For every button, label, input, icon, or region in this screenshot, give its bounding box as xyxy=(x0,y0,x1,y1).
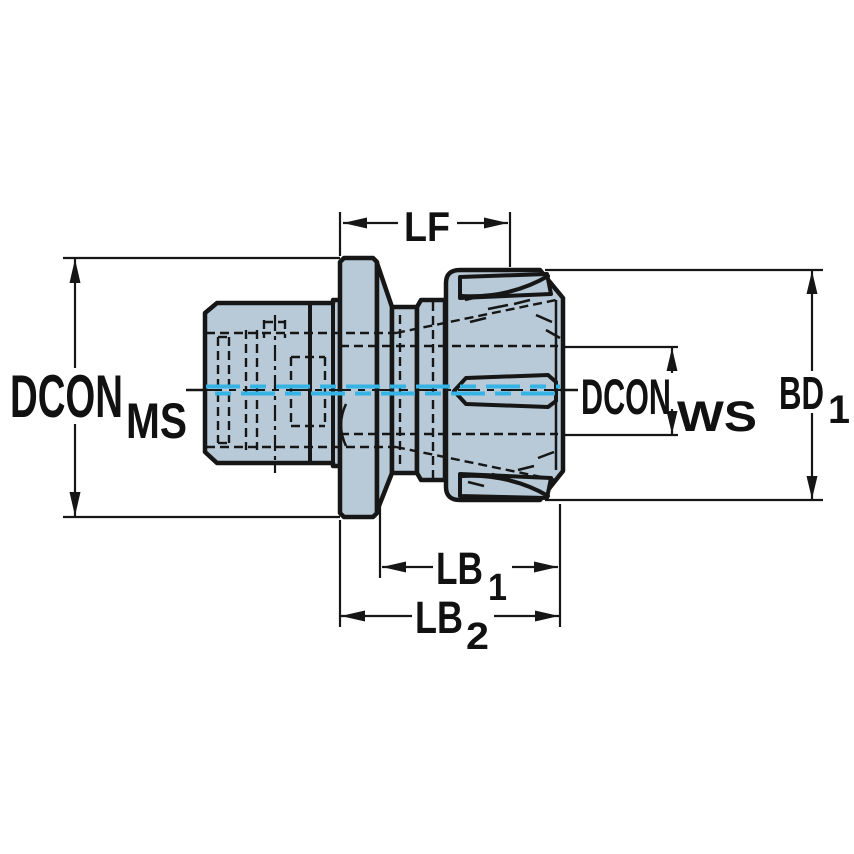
arrow-dcon-ms-bottom xyxy=(69,492,81,516)
arrow-lf-right xyxy=(484,217,508,229)
label-lb2-subscript: 2 xyxy=(466,616,489,658)
arrow-lb1-right xyxy=(534,561,558,573)
arrow-lf-left xyxy=(343,217,367,229)
dimensions xyxy=(63,212,823,627)
label-lb2: LB xyxy=(415,592,463,643)
label-bd1: BD xyxy=(779,367,824,419)
hidden-lines xyxy=(206,294,561,488)
arrow-bd1-top xyxy=(806,271,818,294)
nut-slot-top xyxy=(458,272,553,300)
slit-dash xyxy=(537,450,555,460)
label-dcon-ws-subscript: WS xyxy=(677,393,757,441)
label-dcon-ms: DCON xyxy=(10,363,123,430)
slit-dash xyxy=(517,464,535,472)
label-lb1: LB xyxy=(436,543,483,594)
slit-dash xyxy=(464,294,483,302)
nut-slot-top-swoosh xyxy=(460,274,550,299)
label-lb1-subscript: 1 xyxy=(488,567,507,609)
slit-dash xyxy=(469,316,487,324)
label-bd1-subscript: 1 xyxy=(828,388,850,432)
nut-slot-bottom-swoosh xyxy=(460,473,550,498)
arrow-lb2-left xyxy=(341,610,365,622)
arrow-dcon-ms-top xyxy=(69,259,81,283)
slit-dash xyxy=(487,303,509,311)
label-dcon-ws: DCON xyxy=(581,369,671,425)
arrow-dcon-ws-bottom xyxy=(666,411,678,434)
coupling-body xyxy=(202,297,343,469)
slit-dash xyxy=(535,313,553,324)
arrow-lb1-left xyxy=(382,561,406,573)
label-dcon-ms-subscript: MS xyxy=(126,393,187,449)
arrow-lb2-right xyxy=(535,610,559,622)
centerline xyxy=(186,384,578,396)
slit-dash xyxy=(513,298,531,306)
arrow-dcon-ws-top xyxy=(666,348,678,371)
label-lf: LF xyxy=(404,203,450,250)
slit-dash xyxy=(467,480,485,488)
arrow-bd1-bottom xyxy=(806,476,818,499)
dimension-labels: LF DCON MS DCON WS BD 1 LB 1 LB 2 xyxy=(10,203,850,658)
flange-blend-arc xyxy=(339,403,348,447)
slit-dash xyxy=(545,328,561,340)
slit-dash xyxy=(491,472,511,480)
